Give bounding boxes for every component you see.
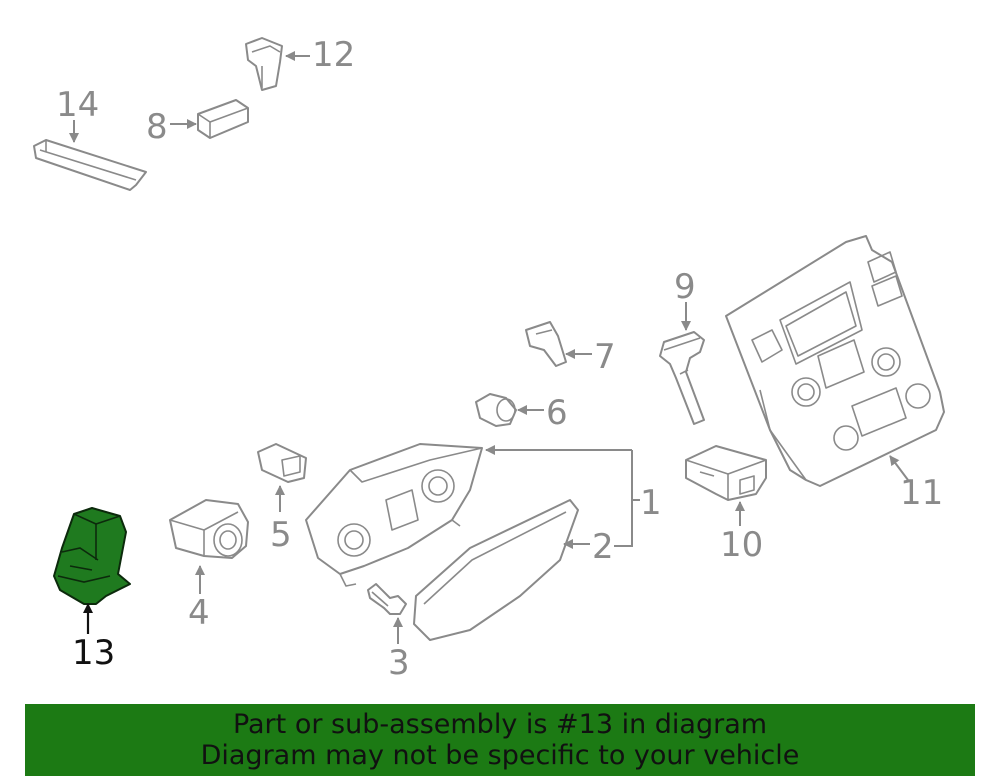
banner-line-2: Diagram may not be specific to your vehi…: [200, 740, 800, 771]
banner-line-1: Part or sub-assembly is #13 in diagram: [232, 709, 768, 740]
callout-9: 9: [674, 267, 696, 307]
part-7-bracket-clip[interactable]: [525, 321, 567, 367]
leader-1-bracket: [614, 450, 633, 547]
callout-13: 13: [72, 633, 115, 673]
callout-7: 7: [594, 337, 616, 377]
callout-8: 8: [146, 107, 168, 147]
part-5-square-switch[interactable]: [257, 443, 307, 483]
part-10-module[interactable]: [685, 445, 767, 501]
callout-3: 3: [388, 643, 410, 683]
part-11-center-bezel[interactable]: [725, 235, 945, 487]
part-1-instrument-cluster[interactable]: [305, 443, 483, 587]
part-3-screw[interactable]: [367, 583, 407, 615]
callout-10: 10: [720, 525, 763, 565]
part-13-highlighted-switch[interactable]: [53, 507, 131, 605]
callout-2: 2: [592, 527, 614, 567]
part-9-bulb-socket[interactable]: [659, 331, 705, 425]
callout-1: 1: [640, 483, 662, 523]
callout-5: 5: [270, 515, 292, 555]
callout-12: 12: [312, 35, 355, 75]
part-4-switch-housing[interactable]: [169, 499, 249, 559]
callout-6: 6: [546, 393, 568, 433]
part-2-cluster-lens[interactable]: [413, 499, 579, 641]
part-8-small-switch[interactable]: [197, 99, 249, 139]
callout-4: 4: [188, 593, 210, 633]
callout-11: 11: [900, 473, 943, 513]
part-6-socket[interactable]: [475, 393, 517, 427]
leader-11: [889, 455, 909, 481]
part-12-switch-knob[interactable]: [245, 37, 283, 91]
callout-14: 14: [56, 85, 99, 125]
part-14-trim-strip[interactable]: [33, 139, 147, 191]
notice-banner: Part or sub-assembly is #13 in diagram D…: [25, 704, 975, 776]
parts-diagram: 14 12 8 7 6 9 10: [33, 35, 945, 683]
